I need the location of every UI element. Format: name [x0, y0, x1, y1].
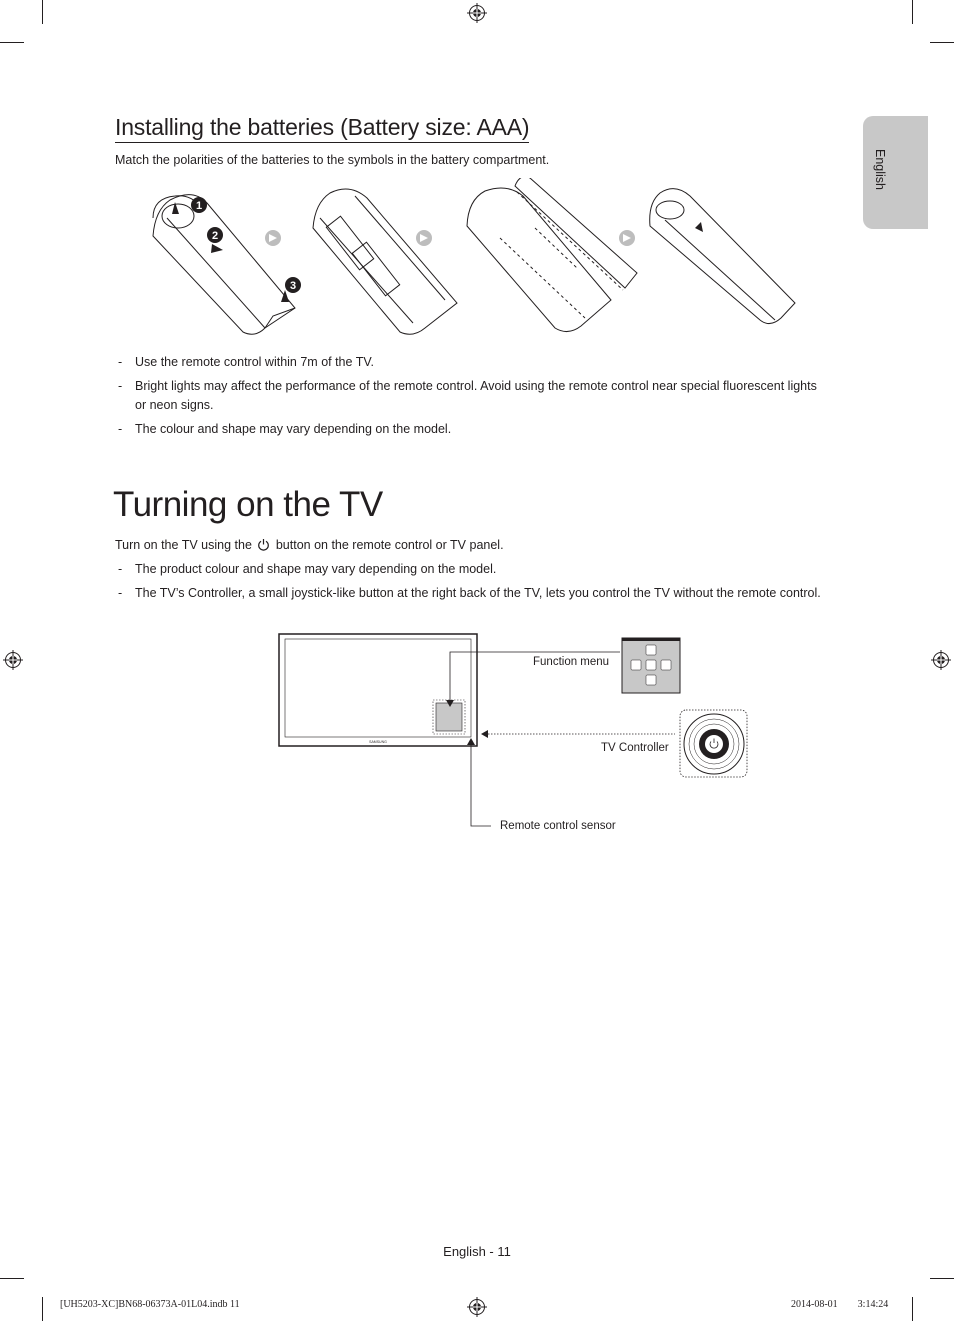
- registration-mark-icon: [3, 650, 23, 670]
- tv-controller-label: TV Controller: [601, 742, 669, 754]
- power-icon: [258, 539, 270, 551]
- registration-mark-icon: [931, 650, 951, 670]
- crop-mark: [0, 1278, 24, 1279]
- list-item: -The colour and shape may vary depending…: [118, 422, 452, 436]
- registration-mark-icon: [467, 3, 487, 23]
- registration-mark-icon: [467, 1297, 487, 1317]
- page-number: English - 11: [443, 1244, 511, 1259]
- turning-on-intro: Turn on the TV using the button on the r…: [115, 538, 504, 552]
- tv-controller-diagram: SAMSUNG: [278, 633, 748, 827]
- turning-on-title: Turning on the TV: [113, 485, 383, 524]
- battery-installation-illustration: 1 2 3: [152, 178, 796, 335]
- crop-mark: [42, 1297, 43, 1321]
- crop-mark: [912, 0, 913, 24]
- batteries-intro: Match the polarities of the batteries to…: [115, 153, 550, 167]
- file-slug: [UH5203-XC]BN68-06373A-01L04.indb 11: [60, 1299, 240, 1310]
- list-item: -Use the remote control within 7m of the…: [118, 355, 375, 369]
- tv-brand-logo: SAMSUNG: [369, 740, 387, 744]
- step-number-2: 2: [212, 230, 218, 242]
- list-item: -The product colour and shape may vary d…: [118, 562, 497, 576]
- batteries-section-title: Installing the batteries (Battery size: …: [115, 113, 530, 143]
- crop-mark: [42, 0, 43, 24]
- list-item: -The TV’s Controller, a small joystick-l…: [118, 586, 821, 600]
- remote-sensor-label: Remote control sensor: [500, 820, 616, 832]
- step-number-3: 3: [290, 280, 296, 292]
- list-item: -Bright lights may affect the performanc…: [118, 379, 817, 412]
- battery-notes-list: -Use the remote control within 7m of the…: [115, 353, 830, 444]
- step-number-1: 1: [196, 200, 202, 212]
- crop-mark: [930, 42, 954, 43]
- turning-on-notes-list: -The product colour and shape may vary d…: [115, 560, 830, 608]
- language-tab-label: English: [873, 149, 887, 190]
- crop-mark: [0, 42, 24, 43]
- crop-mark: [930, 1278, 954, 1279]
- crop-mark: [912, 1297, 913, 1321]
- language-tab: English: [863, 116, 928, 229]
- function-menu-label: Function menu: [533, 656, 610, 668]
- print-timestamp: 2014-08-01 3:14:24: [791, 1299, 889, 1310]
